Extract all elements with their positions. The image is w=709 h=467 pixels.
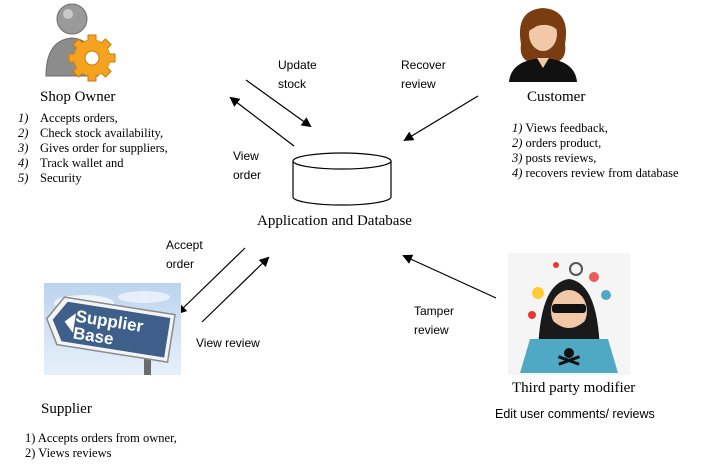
arrow-recover-review: [403, 95, 479, 142]
database-cylinder-icon: [292, 152, 392, 206]
arrow-accept-order: [176, 247, 246, 315]
shop-owner-icon: [42, 2, 116, 82]
third-party-description: Edit user comments/ reviews: [495, 407, 655, 421]
list-item: 3)Gives order for suppliers,: [18, 141, 168, 155]
list-item: 5)Security: [18, 171, 82, 185]
shop-owner-responsibilities: 1)Accepts orders, 2)Check stock availabi…: [18, 111, 168, 186]
customer-title: Customer: [527, 89, 586, 105]
customer-responsibilities: 1) Views feedback, 2) orders product, 3)…: [512, 121, 679, 181]
arrow-view-order: [229, 96, 295, 147]
list-item: 1) Views feedback,: [512, 121, 608, 135]
list-item: 1)Accepts orders,: [18, 111, 118, 125]
list-item: 2)Check stock availability,: [18, 126, 164, 140]
arrow-update-stock: [245, 79, 312, 128]
arrow-tamper-review: [402, 254, 497, 299]
third-party-title: Third party modifier: [512, 380, 636, 396]
database-title: Application and Database: [257, 213, 412, 229]
list-item: 3) posts reviews,: [512, 151, 597, 165]
list-item: 1) Accepts orders from owner,: [25, 431, 177, 445]
hacker-icon: [508, 253, 630, 375]
shop-owner-title: Shop Owner: [40, 89, 116, 105]
customer-icon: [507, 4, 581, 84]
list-item: 2) Views reviews: [25, 446, 112, 460]
list-item: 4)Track wallet and: [18, 156, 124, 170]
arrow-view-review: [201, 256, 270, 323]
supplier-responsibilities: 1) Accepts orders from owner, 2) Views r…: [25, 431, 177, 461]
supplier-title: Supplier: [41, 401, 92, 417]
supplier-sign-image: Supplier Base: [44, 283, 181, 375]
edge-label-view-review: View review: [196, 336, 260, 350]
list-item: 4) recovers review from database: [512, 166, 679, 180]
list-item: 2) orders product,: [512, 136, 602, 150]
